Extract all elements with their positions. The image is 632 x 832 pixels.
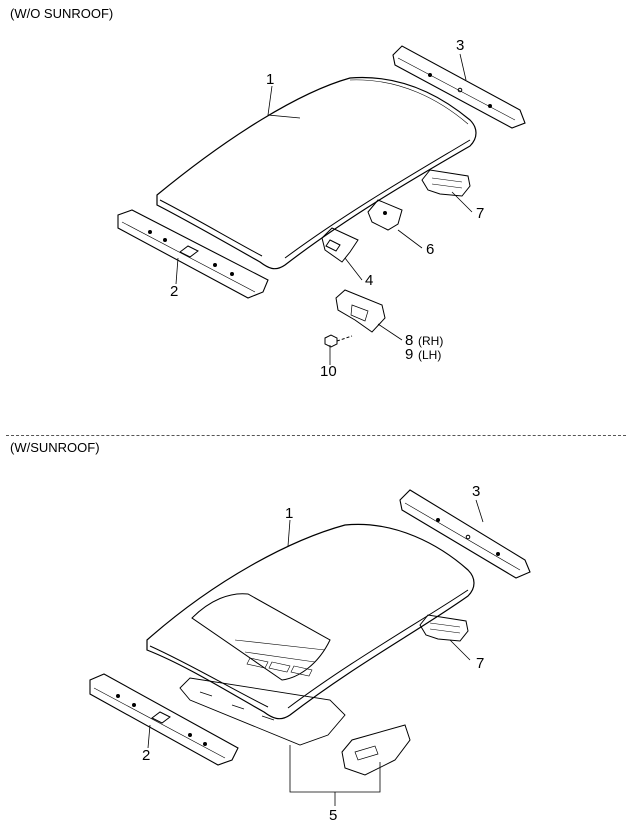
leader-lines-top — [175, 53, 473, 365]
sunroof-frame-5 — [179, 677, 411, 776]
section-divider — [6, 435, 626, 436]
section-label-with-sunroof: (W/SUNROOF) — [10, 440, 100, 455]
callout-9-side: (LH) — [418, 348, 442, 362]
callout-7-bottom: 7 — [476, 655, 485, 672]
front-header-rail-top — [117, 209, 269, 299]
callout-7-top: 7 — [476, 205, 485, 222]
callout-10: 10 — [320, 363, 337, 380]
callout-8-side: (RH) — [418, 334, 444, 348]
callout-3-bottom: 3 — [472, 483, 481, 500]
rear-header-rail-top — [392, 45, 526, 129]
callout-2-top: 2 — [170, 283, 179, 300]
roof-panel-bottom — [146, 523, 475, 720]
callout-1-bottom: 1 — [285, 505, 294, 522]
callout-3-top: 3 — [456, 37, 465, 54]
rear-header-rail-bottom — [399, 489, 531, 579]
roof-bow-bracket-7-top — [421, 169, 471, 197]
pillar-bracket-8-9 — [335, 289, 386, 333]
callout-9: 9 — [405, 346, 414, 363]
roof-bow-bracket-4 — [321, 227, 359, 263]
callout-2-bottom: 2 — [142, 747, 151, 764]
roof-bow-bracket-7-bottom — [419, 614, 469, 642]
callout-1-top: 1 — [266, 71, 275, 88]
bolt-10 — [324, 334, 353, 348]
roof-bow-bracket-6 — [367, 199, 403, 231]
callout-5: 5 — [329, 807, 338, 824]
section-label-without-sunroof: (W/O SUNROOF) — [10, 6, 114, 21]
leader-lines-bottom — [147, 499, 484, 806]
roof-panel-top — [156, 76, 477, 270]
callout-4: 4 — [365, 272, 374, 289]
callout-8: 8 — [405, 332, 414, 349]
front-header-rail-bottom — [89, 673, 239, 766]
callout-6: 6 — [426, 241, 435, 258]
